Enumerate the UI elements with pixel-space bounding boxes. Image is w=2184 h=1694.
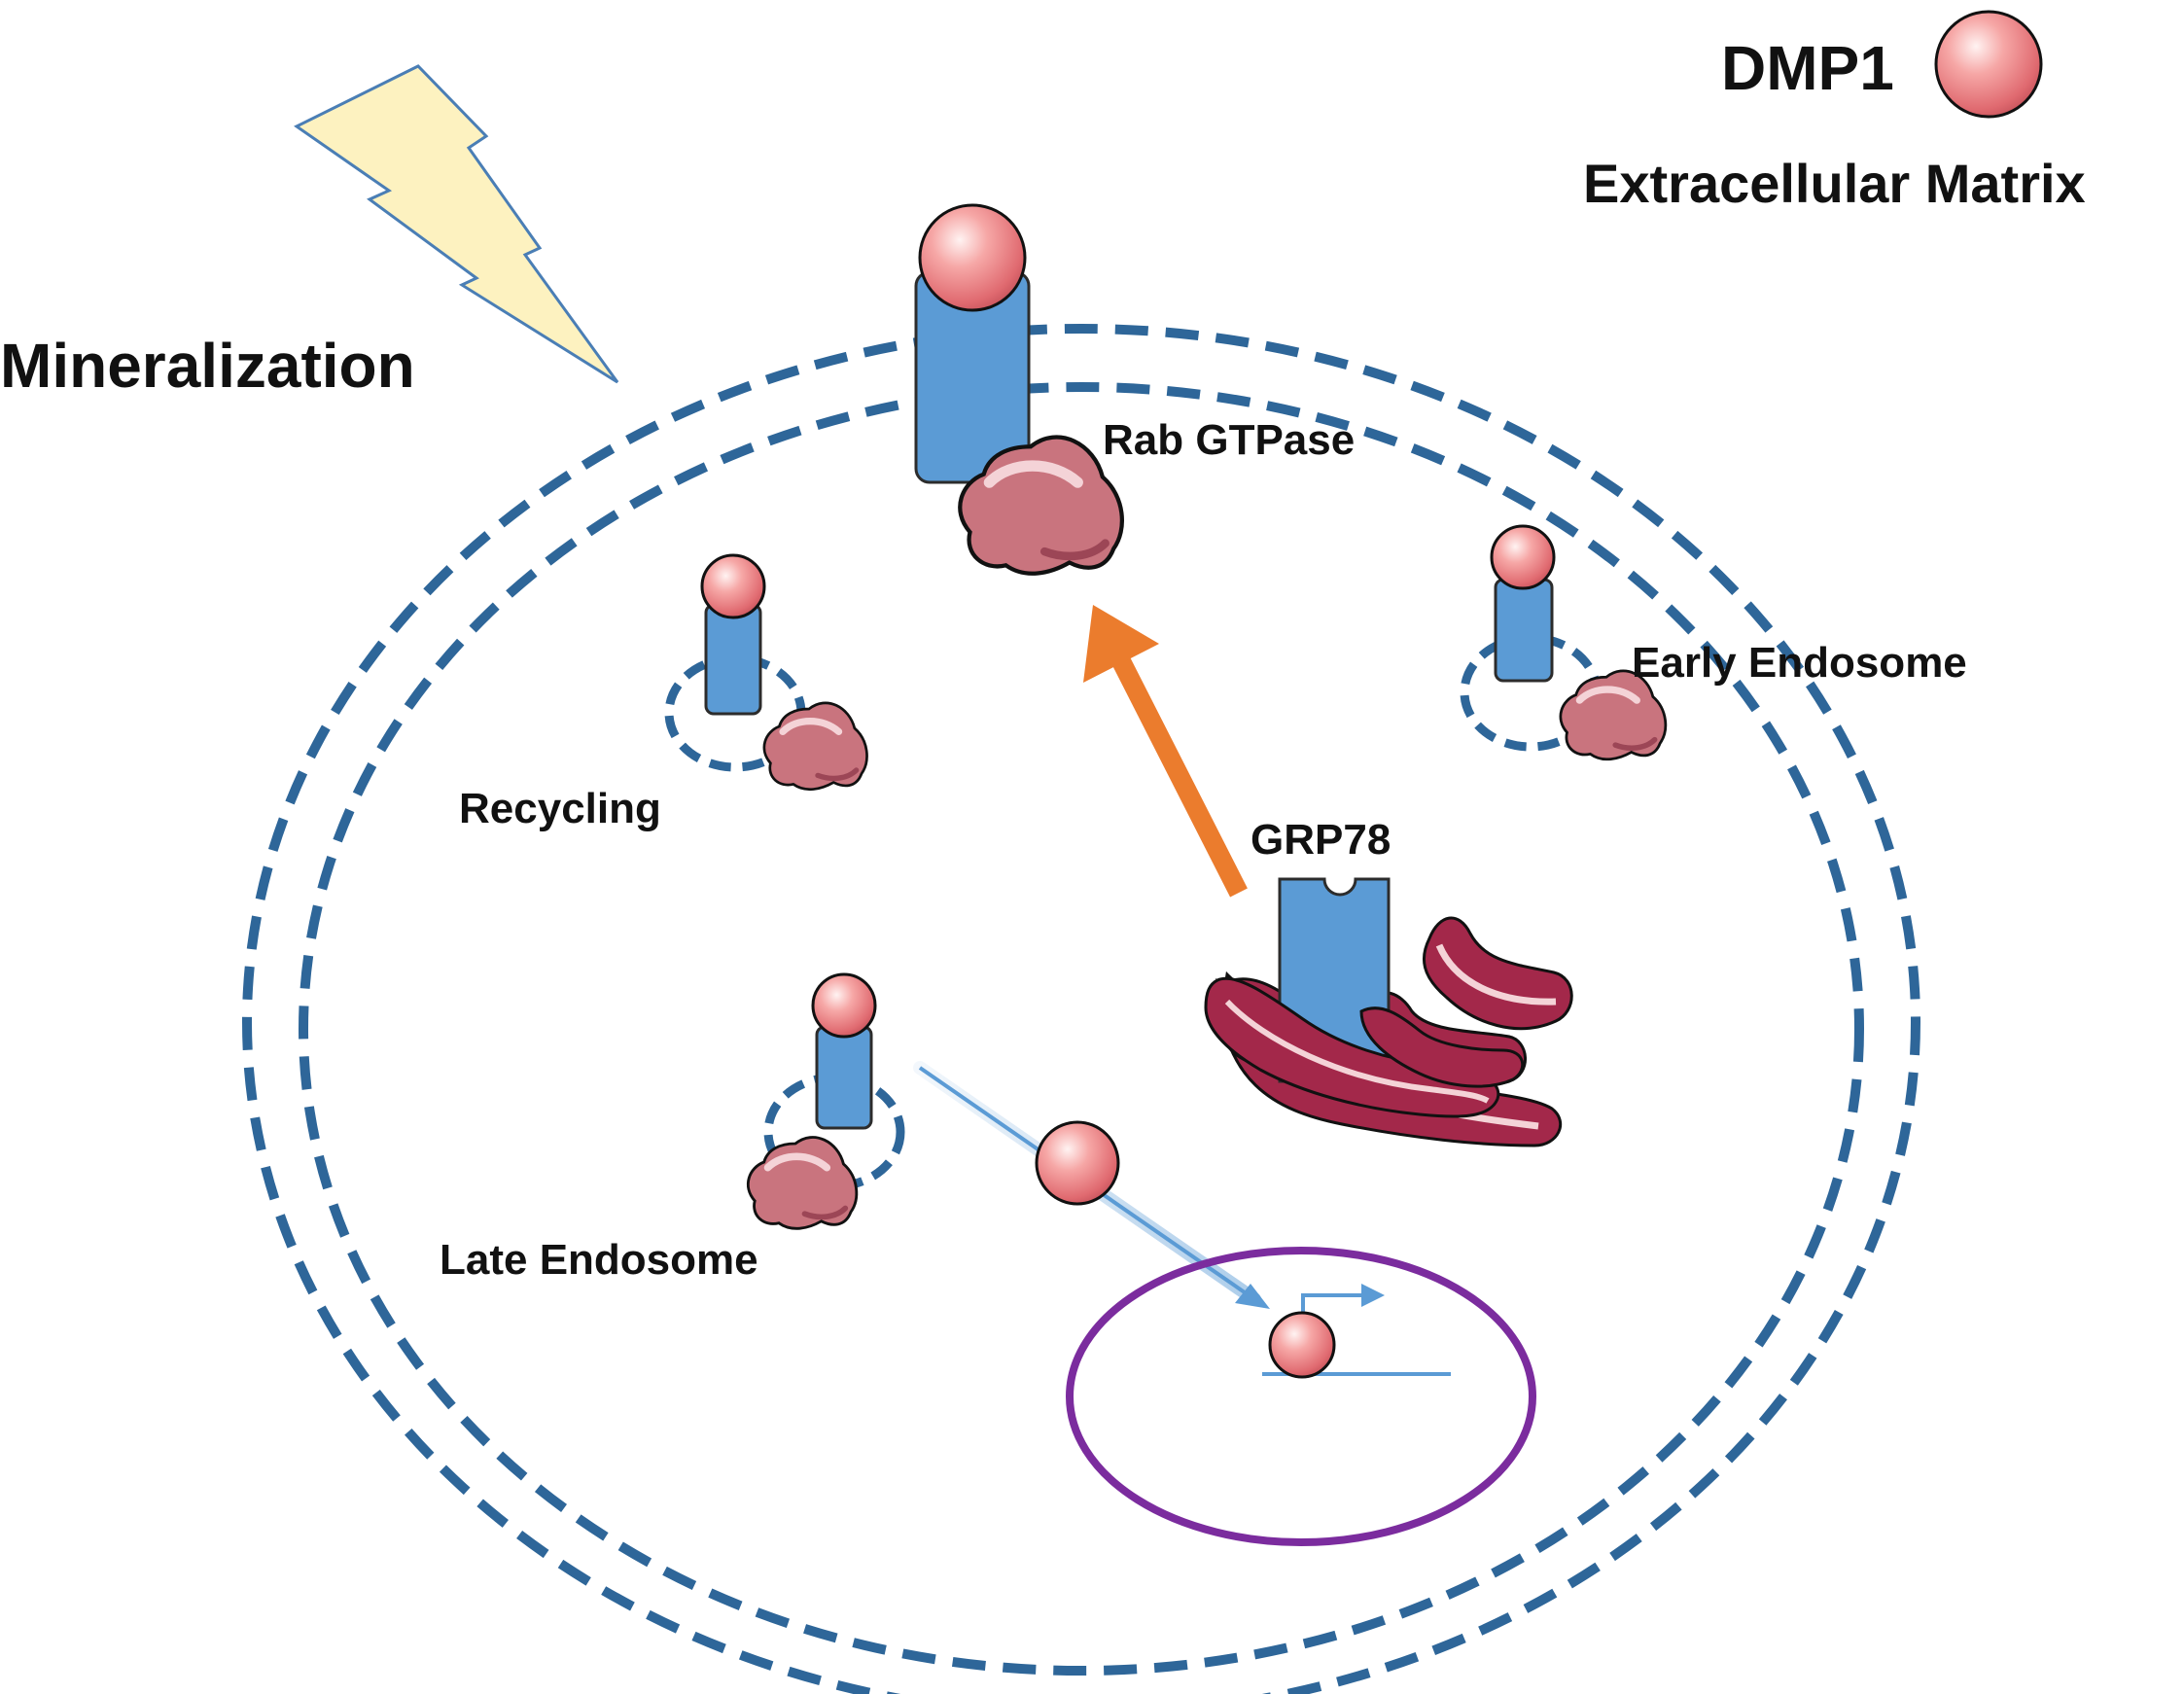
dmp1-sphere <box>918 203 1027 312</box>
early-endosome-dmp1-sphere <box>1490 524 1556 590</box>
early-endosome-label: Early Endosome <box>1632 639 1967 687</box>
recycling-endosome <box>664 553 867 790</box>
early-endosome <box>1460 524 1666 759</box>
late-endosome-dmp1-sphere <box>811 972 877 1039</box>
er-cisterna-top <box>1422 916 1573 1031</box>
recycling-label: Recycling <box>459 785 661 832</box>
nuclear-dmp1-sphere <box>1268 1311 1336 1379</box>
outer-cell-membrane <box>242 324 1920 1694</box>
recycling-receptor <box>704 603 762 716</box>
inner-cell-membrane <box>299 382 1864 1676</box>
nucleus <box>1066 1247 1536 1546</box>
recycling-dmp1-sphere <box>700 553 766 619</box>
grp78-label: GRP78 <box>1251 816 1391 864</box>
transcription-arrowhead <box>1361 1284 1385 1307</box>
rab-gtpase-label: Rab GTPase <box>1103 416 1355 464</box>
late-endosome-rab-protein <box>748 1138 856 1229</box>
early-endosome-receptor <box>1494 578 1554 683</box>
recycling-rab-protein <box>764 703 867 790</box>
dmp1-legend-label: DMP1 <box>1721 33 1894 103</box>
translocating-dmp1-sphere <box>1035 1120 1120 1206</box>
mineralization-label: Mineralization <box>0 331 415 401</box>
er-right-band <box>1359 1006 1525 1088</box>
late-endosome-receptor <box>815 1025 873 1130</box>
extracellular-matrix-label: Extracellular Matrix <box>1583 153 2086 214</box>
dmp1-legend-sphere <box>1934 10 2043 119</box>
membrane-receptor-complex <box>914 203 1122 574</box>
lightning-icon <box>294 64 619 384</box>
late-endosome <box>748 972 905 1229</box>
grp78-to-rab-arrow <box>1083 605 1248 898</box>
late-endosome-label: Late Endosome <box>440 1236 758 1284</box>
er-front-band <box>1204 976 1500 1118</box>
